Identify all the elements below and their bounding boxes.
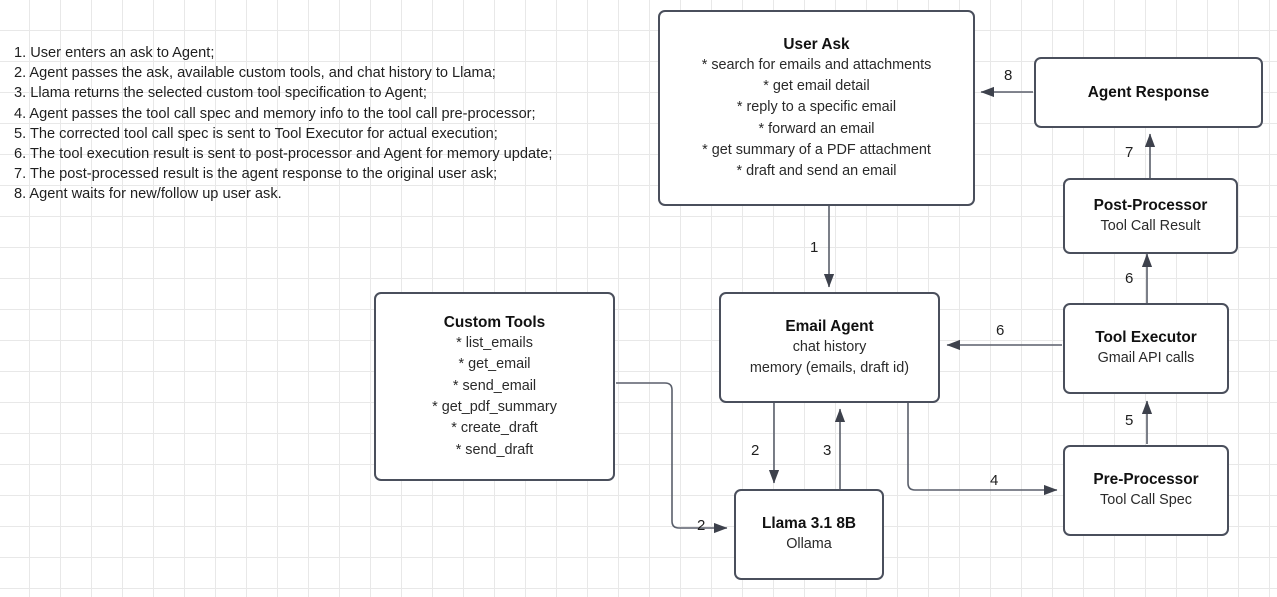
user-ask-item-4: * forward an email	[758, 120, 875, 137]
edge-label-7: 7	[1125, 144, 1134, 161]
custom-tools-item-5: * create_draft	[451, 420, 538, 437]
custom-tools-title: Custom Tools	[443, 314, 546, 332]
legend-line-7: 7. The post-processed result is the agen…	[14, 166, 498, 183]
custom-tools-item-4: * get_pdf_summary	[432, 399, 557, 415]
llama-subtitle: Ollama	[786, 536, 832, 553]
edge-custom-tools-to-llama	[616, 382, 728, 534]
custom-tools-item-6: * send_draft	[455, 441, 534, 458]
node-llama[interactable]: Llama 3.1 8B Ollama	[734, 489, 884, 580]
legend-line-6: 6. The tool execution result is sent to …	[14, 146, 553, 163]
node-email-agent[interactable]: Email Agent chat history memory (emails,…	[719, 292, 940, 403]
custom-tools-item-1: * list_emails	[456, 335, 533, 352]
user-ask-title: User Ask	[783, 35, 850, 53]
legend-line-5: 5. The corrected tool call spec is sent …	[14, 125, 498, 142]
custom-tools-item-2: * get_email	[458, 356, 531, 373]
edge-label-8: 8	[1004, 67, 1013, 84]
email-agent-subtitle-chat-history: chat history	[792, 338, 867, 355]
post-processor-title: Post-Processor	[1093, 196, 1208, 214]
node-agent-response[interactable]: Agent Response	[1034, 57, 1263, 128]
agent-response-title: Agent Response	[1087, 84, 1210, 101]
legend-line-8: 8. Agent waits for new/follow up user as…	[14, 186, 282, 203]
pre-processor-title: Pre-Processor	[1093, 471, 1199, 489]
user-ask-item-3: * reply to a specific email	[736, 99, 897, 116]
user-ask-item-6: * draft and send an email	[736, 163, 897, 180]
edge-label-2-agent: 2	[751, 442, 760, 459]
edge-label-2-tools: 2	[697, 517, 706, 534]
email-agent-subtitle-memory: memory (emails, draft id)	[749, 360, 910, 376]
post-processor-subtitle: Tool Call Result	[1100, 217, 1201, 234]
tool-executor-title: Tool Executor	[1095, 329, 1197, 347]
legend-steps: 1. User enters an ask to Agent; 2. Agent…	[14, 43, 552, 205]
edge-email-agent-to-pre-processor	[907, 403, 1058, 496]
legend-line-1: 1. User enters an ask to Agent;	[14, 45, 215, 61]
user-ask-item-1: * search for emails and attachments	[701, 56, 932, 73]
edge-label-4: 4	[990, 472, 999, 489]
custom-tools-item-3: * send_email	[452, 377, 537, 394]
llama-title: Llama 3.1 8B	[761, 515, 857, 533]
legend-line-2: 2. Agent passes the ask, available custo…	[14, 65, 496, 82]
edge-label-6-post: 6	[1125, 270, 1134, 287]
edge-label-6-agent: 6	[996, 322, 1005, 339]
edge-label-1: 1	[810, 239, 819, 256]
email-agent-title: Email Agent	[785, 317, 874, 335]
legend-line-4: 4. Agent passes the tool call spec and m…	[14, 105, 536, 122]
edge-label-3: 3	[823, 442, 832, 459]
user-ask-item-2: * get email detail	[763, 77, 870, 94]
user-ask-item-5: * get summary of a PDF attachment	[702, 141, 931, 158]
tool-executor-subtitle: Gmail API calls	[1097, 350, 1195, 367]
legend-line-3: 3. Llama returns the selected custom too…	[14, 85, 427, 102]
edge-label-5: 5	[1125, 412, 1134, 429]
node-pre-processor[interactable]: Pre-Processor Tool Call Spec	[1063, 445, 1229, 536]
node-custom-tools[interactable]: Custom Tools * list_emails * get_email *…	[374, 292, 615, 481]
node-post-processor[interactable]: Post-Processor Tool Call Result	[1063, 178, 1238, 254]
node-tool-executor[interactable]: Tool Executor Gmail API calls	[1063, 303, 1229, 394]
pre-processor-subtitle: Tool Call Spec	[1100, 492, 1192, 509]
node-user-ask[interactable]: User Ask * search for emails and attachm…	[658, 10, 975, 206]
